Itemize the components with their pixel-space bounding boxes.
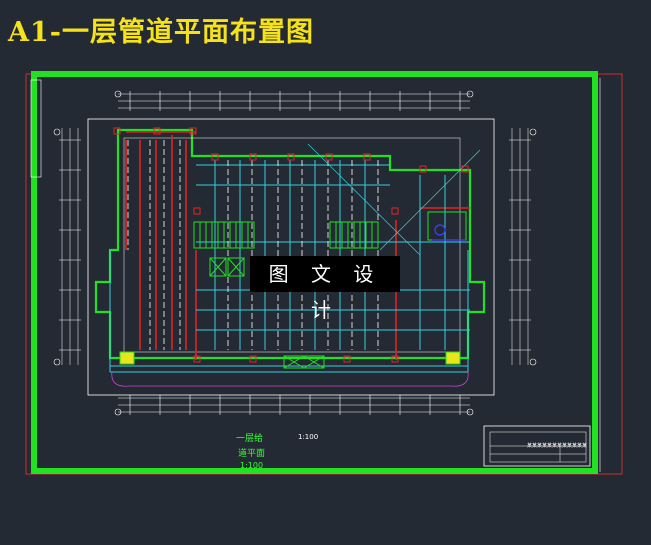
staircase-left xyxy=(193,221,255,249)
plan-outline xyxy=(87,118,495,396)
title-block xyxy=(483,425,591,467)
dimension-right xyxy=(511,128,529,365)
dimension-left xyxy=(61,128,79,365)
binding-strip xyxy=(30,79,42,178)
green-frame xyxy=(31,71,598,474)
staircase-right xyxy=(329,221,379,249)
drawing-title: A1-一层管道平面布置图 xyxy=(8,17,314,48)
drawing-label-line1: 一层给 xyxy=(236,434,264,444)
dimension-top xyxy=(118,93,470,109)
red-pipes xyxy=(125,131,470,360)
elevators xyxy=(209,257,325,369)
drawing-label-line2: 道平面 xyxy=(238,449,266,459)
dimension-bottom xyxy=(118,397,470,413)
scale-label: 1:100 xyxy=(298,433,319,441)
title-block-text: 某某某某某某某某某某某某 xyxy=(527,443,588,449)
drawing-label-line3: 1:100 xyxy=(240,461,264,470)
watermark-label: 图 文 设 计 xyxy=(250,256,400,322)
